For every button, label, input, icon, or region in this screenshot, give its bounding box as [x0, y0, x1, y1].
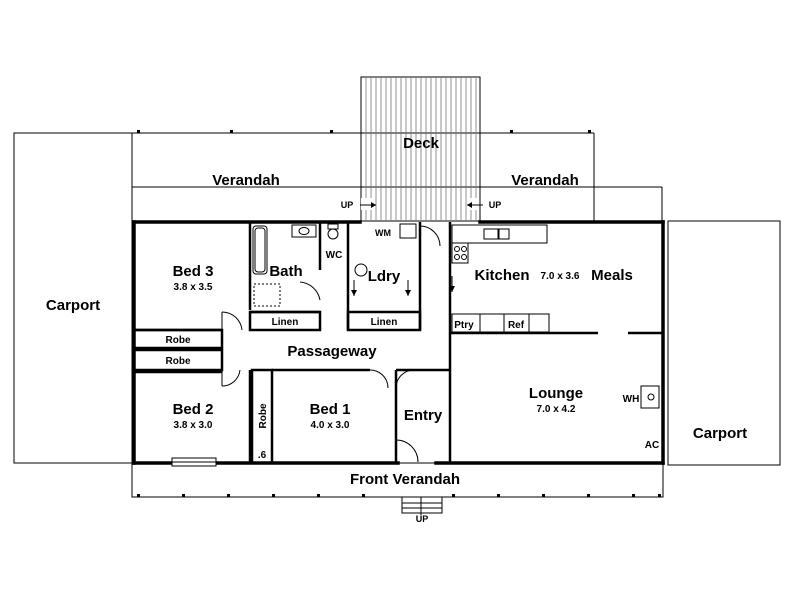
- verandah-left-label: Verandah: [212, 172, 280, 189]
- bath-label: Bath: [269, 263, 302, 280]
- shower: [253, 283, 281, 307]
- kitchen-label: Kitchen: [474, 267, 529, 284]
- up-left-label: UP: [341, 200, 354, 210]
- robe-bed1-dim: .6: [258, 450, 267, 461]
- laundry-tub: [399, 223, 417, 239]
- door-swings: [221, 225, 455, 463]
- robe-upper-label: Robe: [166, 335, 191, 346]
- bed1-label: Bed 1: [310, 401, 351, 418]
- wh-label: WH: [623, 394, 640, 405]
- passageway-label: Passageway: [287, 343, 377, 360]
- lounge-size: 7.0 x 4.2: [537, 404, 576, 415]
- linen-bath-label: Linen: [272, 317, 299, 328]
- ac-label: AC: [645, 440, 659, 451]
- kitchen-bench: [451, 224, 548, 244]
- wc-label: WC: [326, 250, 343, 261]
- front-steps: [401, 496, 443, 515]
- entry-label: Entry: [404, 407, 443, 424]
- ptry-label: Ptry: [454, 320, 474, 331]
- bed1-size: 4.0 x 3.0: [311, 420, 350, 431]
- carport-left-label: Carport: [46, 297, 100, 314]
- vanity: [291, 224, 317, 238]
- kitchen-size: 7.0 x 3.6: [541, 271, 580, 282]
- deck-label: Deck: [403, 135, 440, 152]
- bed3-label: Bed 3: [173, 263, 214, 280]
- bed2-label: Bed 2: [173, 401, 214, 418]
- wm-label: WM: [375, 228, 391, 238]
- carport-left-outline: [13, 132, 133, 464]
- robe-bed1-label: Robe: [258, 403, 269, 428]
- verandah-posts: [137, 130, 661, 497]
- deck-step-arrows: [360, 202, 483, 208]
- verandah-right-label: Verandah: [511, 172, 579, 189]
- fixtures: [252, 223, 660, 409]
- ref-label: Ref: [508, 320, 525, 331]
- robe-lower-label: Robe: [166, 356, 191, 367]
- toilet: [327, 228, 339, 240]
- carport-right-outline: [667, 220, 781, 466]
- ldry-label: Ldry: [368, 268, 401, 285]
- bed2-size: 3.8 x 3.0: [174, 420, 213, 431]
- bed3-size: 3.8 x 3.5: [174, 282, 213, 293]
- up-front-label: UP: [416, 514, 429, 524]
- linen-ldry-label: Linen: [371, 317, 398, 328]
- front-verandah-label: Front Verandah: [350, 471, 460, 488]
- meals-label: Meals: [591, 267, 633, 284]
- water-heater: [640, 385, 660, 409]
- carport-right-label: Carport: [693, 425, 747, 442]
- bathtub: [252, 225, 268, 275]
- up-right-label: UP: [489, 200, 502, 210]
- cooktop: [451, 242, 469, 264]
- deck: [360, 76, 481, 222]
- lounge-label: Lounge: [529, 385, 583, 402]
- house-walls: [132, 220, 665, 467]
